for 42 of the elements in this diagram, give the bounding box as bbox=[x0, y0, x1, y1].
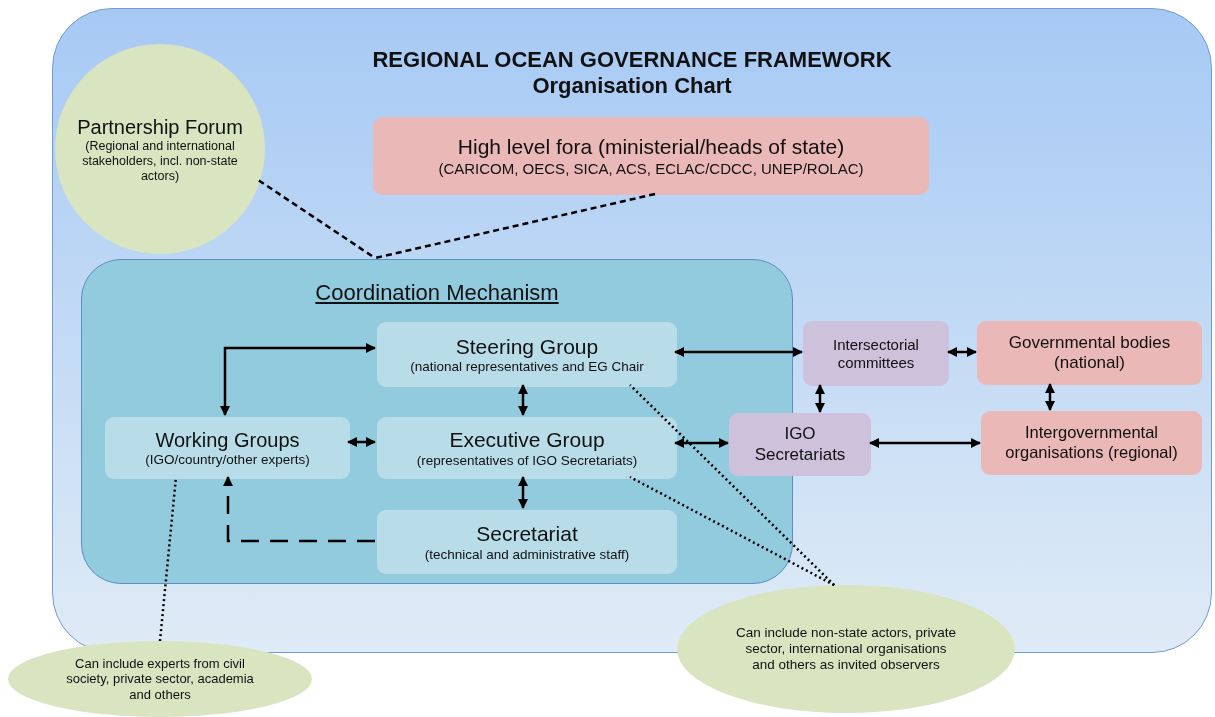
process-box bbox=[977, 321, 1202, 385]
arrow bbox=[947, 347, 977, 357]
process-box bbox=[377, 417, 677, 479]
note-text: Can include experts from civil society, private sector, academia and others bbox=[65, 655, 255, 703]
node-title: Partnership Forum bbox=[77, 114, 243, 139]
node-description: (national representatives and EG Chair bbox=[410, 359, 644, 376]
node-label: Intersectorial committees bbox=[832, 335, 920, 372]
process-box bbox=[373, 117, 929, 195]
node-title: Executive Group bbox=[449, 427, 605, 453]
arrow bbox=[220, 343, 376, 416]
note-text: Can include non-state actors, private sector, international organisations and others as invited observers bbox=[735, 624, 957, 674]
node-title: Secretariat bbox=[476, 521, 578, 547]
node-label: IGO Secretariats bbox=[754, 424, 846, 465]
leader-line bbox=[629, 475, 835, 587]
arrow bbox=[518, 476, 528, 509]
arrow bbox=[815, 384, 825, 413]
node-title: High level fora (ministerial/heads of state) bbox=[457, 134, 845, 160]
arrow bbox=[674, 347, 803, 357]
node-label: Intergovernmental organisations (regional) bbox=[1004, 423, 1179, 463]
process-box bbox=[803, 321, 949, 386]
chart-title: REGIONAL OCEAN GOVERNANCE FRAMEWORK bbox=[372, 47, 892, 74]
node-description: (IGO/country/other experts) bbox=[145, 451, 310, 469]
node-description: (technical and administrative staff) bbox=[424, 546, 630, 563]
node-title: Working Groups bbox=[155, 427, 300, 452]
process-box bbox=[105, 417, 350, 479]
arrow bbox=[869, 438, 981, 448]
process-box bbox=[377, 510, 677, 574]
node-description: (CARICOM, OECS, SICA, ACS, ECLAC/CDCC, UNEP/ROLAC) bbox=[438, 159, 864, 178]
node-label: Governmental bodies (national) bbox=[1007, 332, 1172, 374]
arrow bbox=[518, 384, 528, 416]
node-description: (Regional and international stakeholders, incl. non-state actors) bbox=[81, 138, 239, 184]
arrow bbox=[223, 476, 375, 543]
process-box bbox=[377, 322, 677, 387]
arrow bbox=[347, 437, 376, 447]
process-box bbox=[729, 413, 871, 476]
chart-subtitle: Organisation Chart bbox=[532, 73, 732, 100]
arrow bbox=[674, 438, 729, 448]
node-description: (representatives of IGO Secretariats) bbox=[416, 452, 638, 469]
process-box bbox=[981, 411, 1202, 475]
group-title: Coordination Mechanism bbox=[314, 280, 560, 307]
node-title: Steering Group bbox=[455, 333, 599, 359]
arrow bbox=[1045, 383, 1055, 411]
